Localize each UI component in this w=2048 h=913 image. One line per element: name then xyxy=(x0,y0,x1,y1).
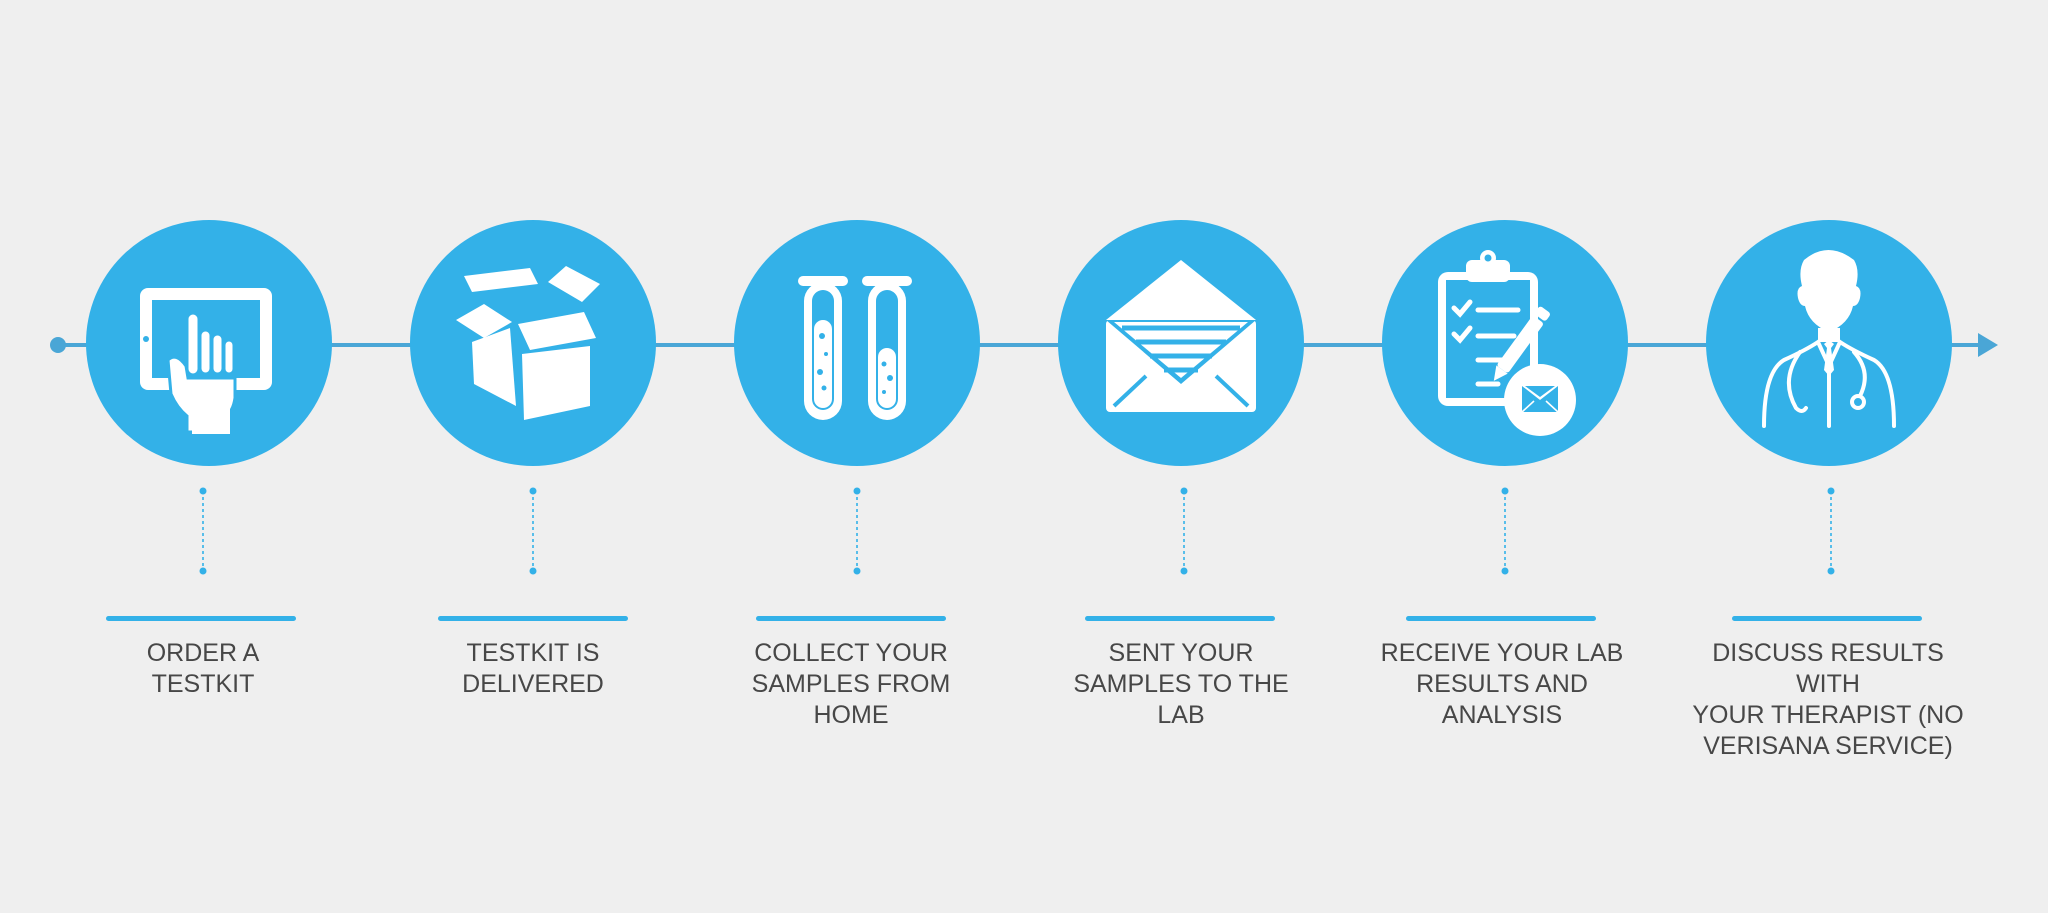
step-2-connector xyxy=(529,487,537,575)
step-1-circle xyxy=(86,220,332,466)
step-3-circle xyxy=(734,220,980,466)
clipboard-mail-icon xyxy=(1438,250,1576,436)
step-5-label-line-2: RESULTS AND xyxy=(1416,670,1588,698)
step-6-underline xyxy=(1732,616,1922,621)
step-1-connector xyxy=(199,487,207,575)
step-6-label-line-1: DISCUSS RESULTS WITH xyxy=(1712,639,1944,698)
timeline-arrow-icon xyxy=(1978,333,1998,357)
step-1-label-line-1: ORDER A xyxy=(146,639,260,667)
doctor-icon xyxy=(1762,250,1896,428)
step-1: ORDER A TESTKIT xyxy=(59,0,359,913)
tablet-touch-icon xyxy=(140,288,272,434)
step-1-underline xyxy=(106,616,296,621)
step-3-connector xyxy=(853,487,861,575)
step-4-label-line-2: SAMPLES TO THE xyxy=(1073,670,1289,698)
step-4-label-line-3: LAB xyxy=(1157,701,1205,729)
step-5-label-line-1: RECEIVE YOUR LAB xyxy=(1380,639,1624,667)
step-3-label-line-3: HOME xyxy=(813,701,889,729)
test-tubes-icon xyxy=(798,276,912,420)
step-3: COLLECT YOUR SAMPLES FROM HOME xyxy=(707,0,1007,913)
step-3-underline xyxy=(756,616,946,621)
step-5-circle xyxy=(1382,220,1628,466)
step-5-label: RECEIVE YOUR LAB RESULTS AND ANALYSIS xyxy=(1352,638,1652,731)
step-1-label: ORDER A TESTKIT xyxy=(53,638,353,700)
step-4-label-line-1: SENT YOUR xyxy=(1108,639,1254,667)
step-3-label-line-2: SAMPLES FROM xyxy=(751,670,951,698)
step-1-label-line-2: TESTKIT xyxy=(151,670,255,698)
step-4-connector xyxy=(1180,487,1188,575)
step-6-connector xyxy=(1827,487,1835,575)
step-5-connector xyxy=(1501,487,1509,575)
step-5: RECEIVE YOUR LAB RESULTS AND ANALYSIS xyxy=(1355,0,1655,913)
step-2-underline xyxy=(438,616,628,621)
step-4-circle xyxy=(1058,220,1304,466)
step-4: SENT YOUR SAMPLES TO THE LAB xyxy=(1031,0,1331,913)
step-2-circle xyxy=(410,220,656,466)
step-4-label: SENT YOUR SAMPLES TO THE LAB xyxy=(1031,638,1331,731)
step-2-label-line-1: TESTKIT IS xyxy=(466,639,600,667)
step-5-label-line-3: ANALYSIS xyxy=(1441,701,1563,729)
step-6: DISCUSS RESULTS WITH YOUR THERAPIST (NO … xyxy=(1679,0,1979,913)
open-box-icon xyxy=(456,266,600,420)
step-4-underline xyxy=(1085,616,1275,621)
step-3-label-line-1: COLLECT YOUR xyxy=(754,639,948,667)
step-3-label: COLLECT YOUR SAMPLES FROM HOME xyxy=(701,638,1001,731)
step-6-label-line-2: YOUR THERAPIST (NO xyxy=(1692,701,1964,729)
envelope-icon xyxy=(1106,260,1256,412)
step-2-label: TESTKIT IS DELIVERED xyxy=(383,638,683,700)
step-6-circle xyxy=(1706,220,1952,466)
step-2-label-line-2: DELIVERED xyxy=(462,670,604,698)
step-6-label: DISCUSS RESULTS WITH YOUR THERAPIST (NO … xyxy=(1678,638,1978,762)
step-2: TESTKIT IS DELIVERED xyxy=(383,0,683,913)
timeline-start-dot xyxy=(50,337,66,353)
step-5-underline xyxy=(1406,616,1596,621)
step-6-label-line-3: VERISANA SERVICE) xyxy=(1703,732,1953,760)
